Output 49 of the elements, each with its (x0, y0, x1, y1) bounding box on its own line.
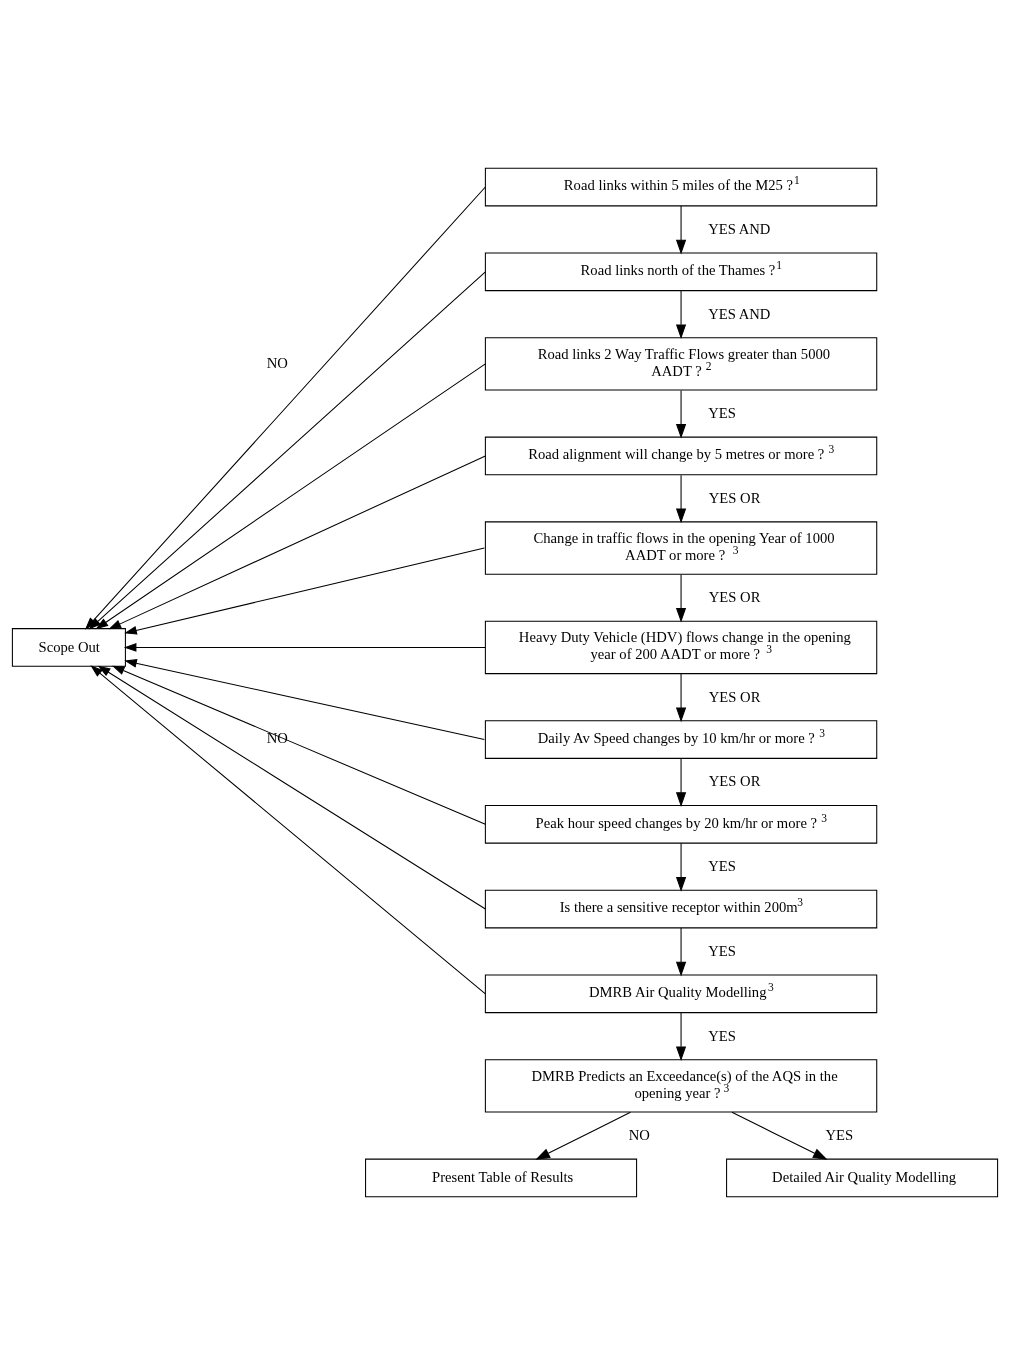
node-box: Is there a sensitive receptor within 200m$^{3}$ (484, 889, 878, 929)
edge-label: YES (708, 858, 736, 875)
arrow (123, 643, 486, 652)
edge-label: YES (708, 404, 736, 421)
arrow (535, 1111, 631, 1160)
edge-label: YES (825, 1126, 854, 1143)
arrow (675, 842, 687, 892)
arrow (675, 758, 687, 807)
arrow (124, 659, 485, 741)
label: NO (266, 730, 288, 747)
arrow (675, 574, 687, 623)
node-box: Peak hour speed changes by 20 km/hr or more ? $^{3}$ (484, 804, 878, 844)
arrow (95, 363, 486, 630)
node-box: DMRB Predicts an Exceedance(s) of the AQS in the opening year ?$^{3}$ (484, 1059, 878, 1113)
arrow (675, 474, 687, 524)
node-box: DMRB Air Quality Modelling$^{3}$ (484, 974, 878, 1014)
node-box: Heavy Duty Vehicle (HDV) flows change in the opening year of 200 AADT or more ? $^{3}$ (484, 620, 878, 675)
arrow (112, 665, 486, 825)
arrow (88, 271, 486, 630)
node-box: Present Table of Results (365, 1158, 638, 1198)
edge-label: YES OR (708, 773, 761, 790)
node-box: Scope Out (11, 628, 126, 667)
arrow (124, 547, 485, 635)
arrow (675, 205, 687, 255)
edge-label: YES OR (708, 489, 761, 506)
node-box: Road links 2 Way Traffic Flows greater than 5000 AADT ?$^{2}$ (484, 337, 878, 391)
node-box: Change in traffic flows in the opening Year of 1000 AADT or more ? $^{3}$ (484, 521, 878, 575)
node-box: Road links within 5 miles of the M25 ?$^{1}$ (484, 167, 878, 207)
edge-label: NO (628, 1126, 650, 1143)
node-box: Road alignment will change by 5 metres or more ? $^{3}$ (484, 436, 878, 476)
node-box: Road links north of the Thames ?$^{1}$ (484, 252, 878, 292)
edge-label: YES OR (708, 688, 761, 705)
node-box: Daily Av Speed changes by 10 km/hr or more ? $^{3}$ (484, 720, 878, 759)
arrow (675, 1012, 687, 1062)
node-box: Detailed Air Quality Modelling (726, 1158, 999, 1198)
arrow (675, 927, 687, 977)
edge-label: YES OR (708, 589, 761, 606)
arrow (675, 290, 687, 340)
edge-label: YES (708, 942, 736, 959)
arrow (675, 389, 687, 439)
edge-label: YES AND (708, 305, 771, 322)
arrow (675, 673, 687, 723)
label: NO (266, 354, 288, 371)
arrow (108, 455, 486, 630)
arrow (90, 665, 486, 995)
arrow (731, 1111, 828, 1160)
arrow (97, 665, 486, 910)
edge-label: YES (708, 1027, 736, 1044)
edge-label: YES AND (708, 220, 771, 237)
